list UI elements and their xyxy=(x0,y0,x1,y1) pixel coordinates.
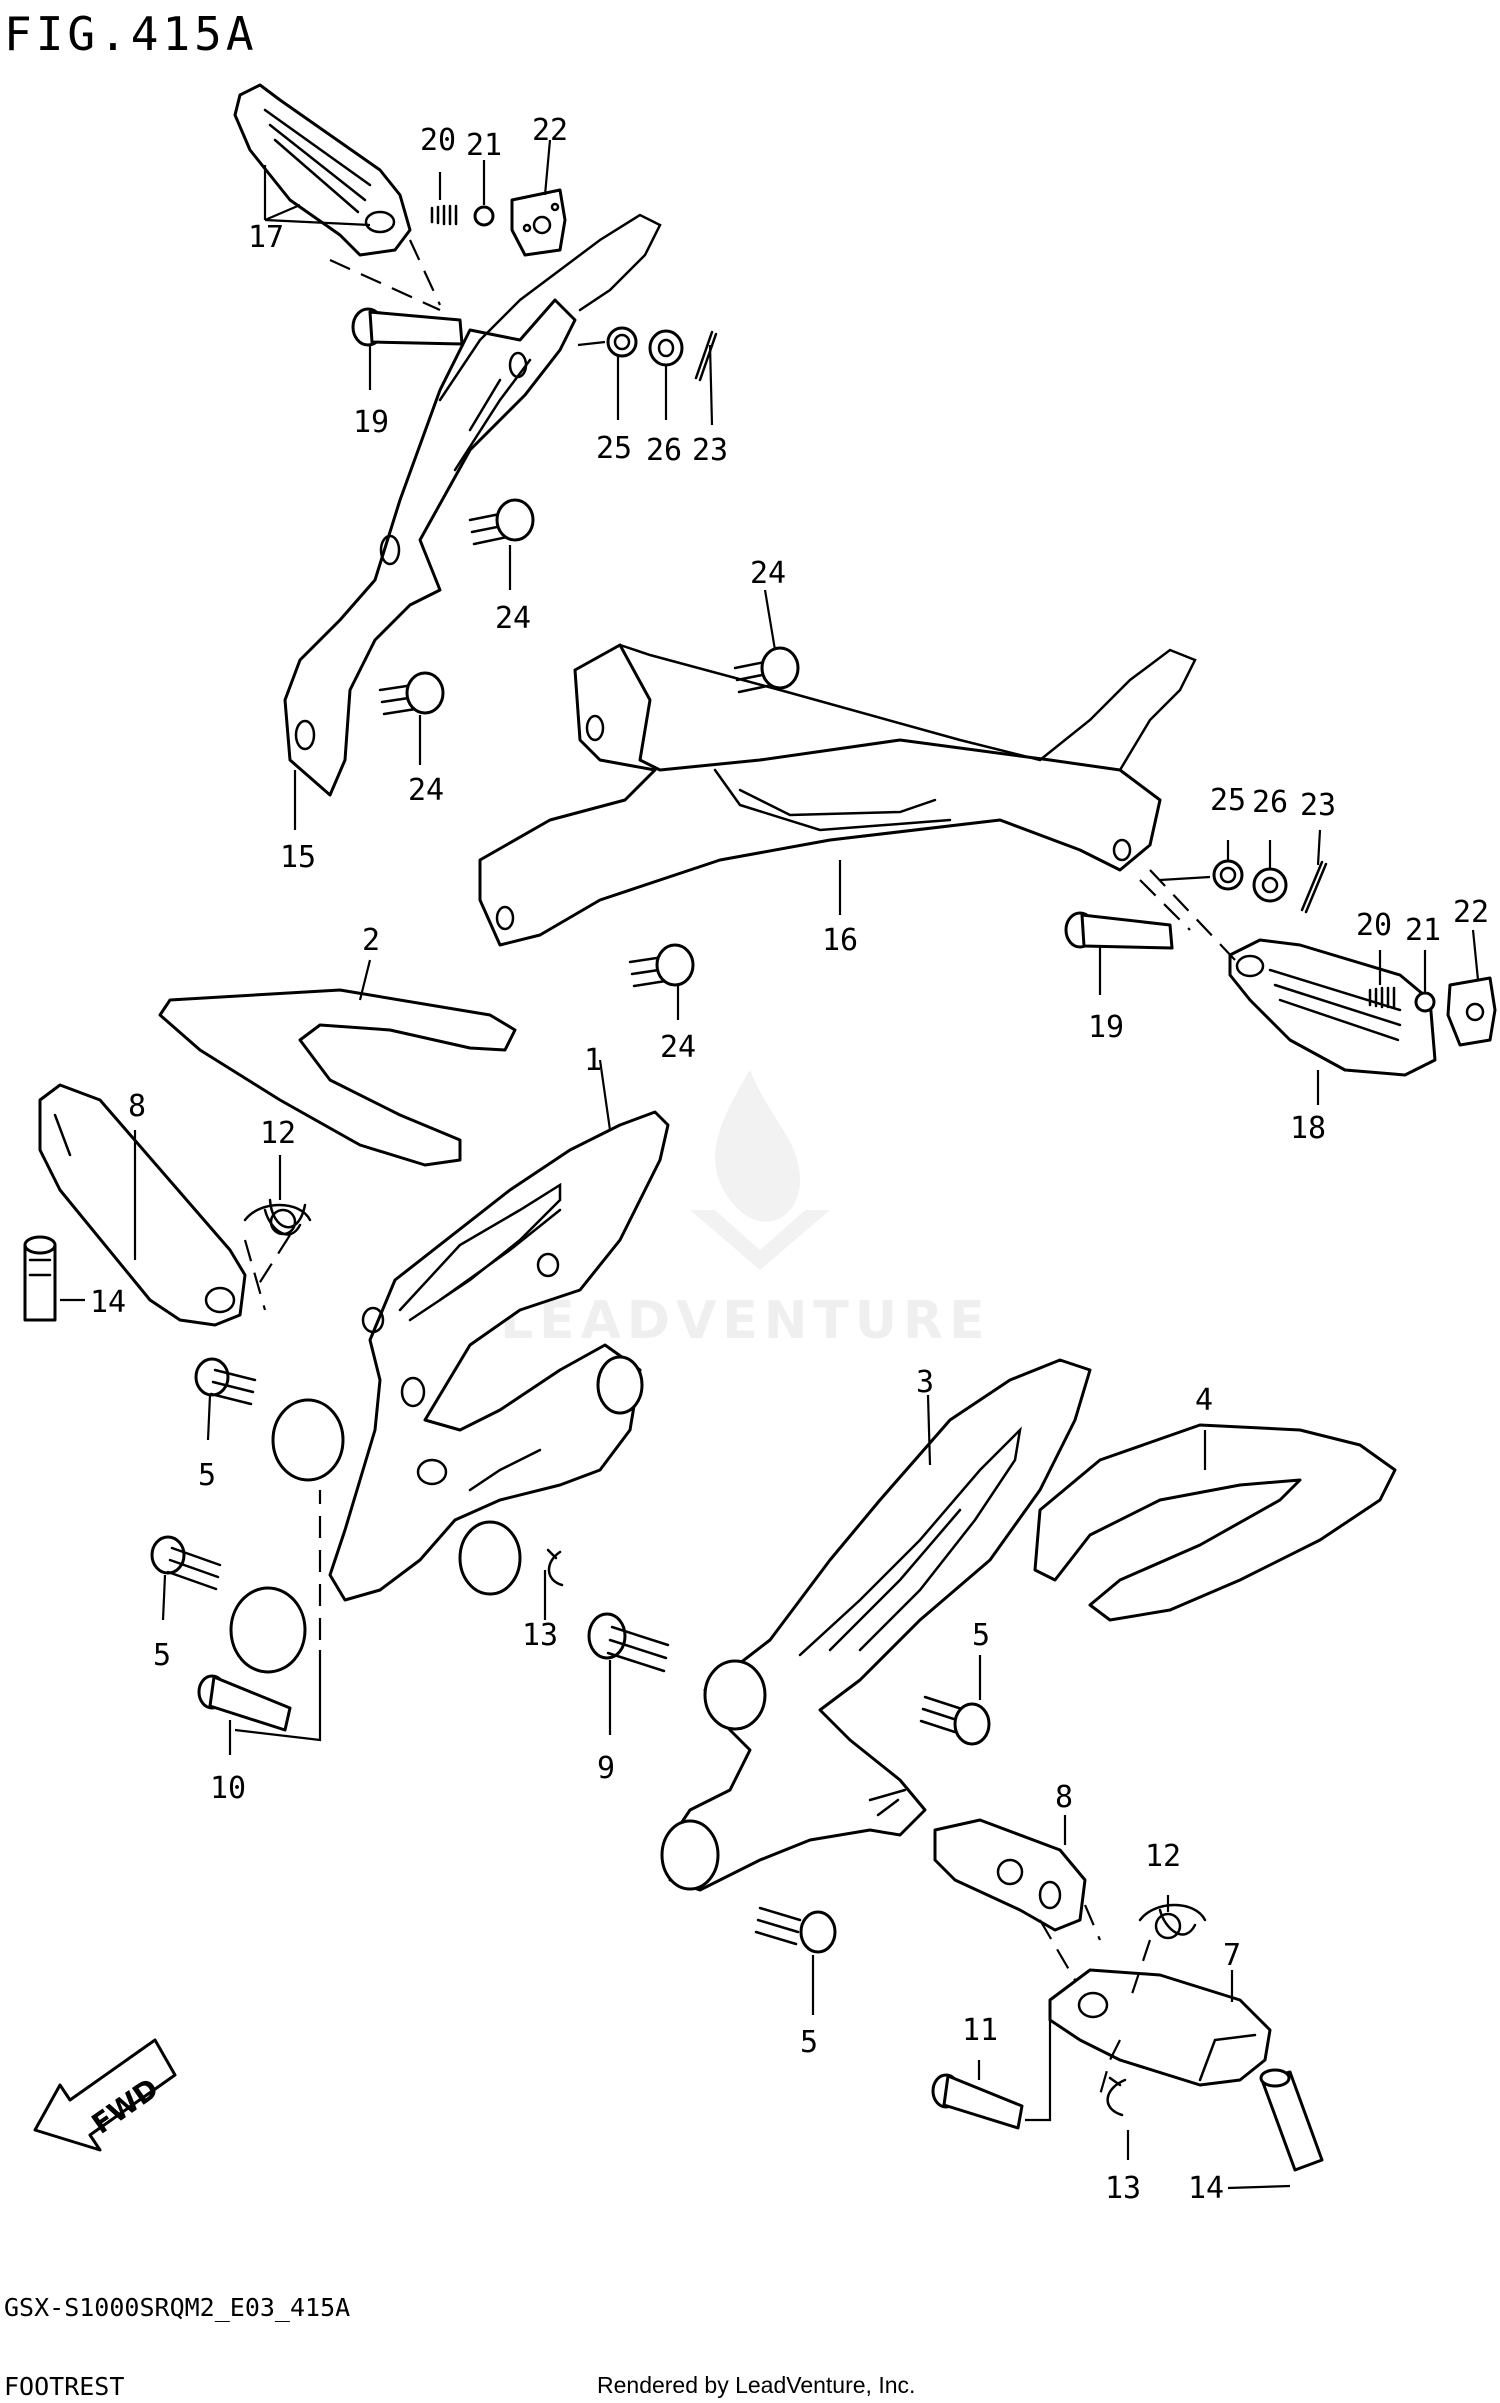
callout-7-label: 7 xyxy=(1223,1938,1241,1973)
callout-14a: 14 xyxy=(90,1285,126,1320)
callout-23b: 23 xyxy=(1300,788,1336,823)
callout-5c: 5 xyxy=(972,1618,990,1653)
part-16-right-bracket xyxy=(478,643,1197,947)
part-10-shaft-left xyxy=(197,1674,292,1732)
part-24-bolt-lower xyxy=(628,943,695,988)
leader-lines xyxy=(60,139,1480,2190)
callout-22a: 22 xyxy=(532,113,568,148)
callout-5b: 5 xyxy=(153,1638,171,1673)
part-2-heel-guard-left xyxy=(158,988,517,1167)
part-17-footpeg-left xyxy=(233,83,412,257)
part-26-washer-upper xyxy=(648,329,684,367)
watermark-text: LEADVENTURE xyxy=(500,1291,991,1351)
callout-15: 15 xyxy=(280,840,316,875)
part-22-plate-lower xyxy=(1446,976,1497,1047)
callout-2: 2 xyxy=(362,923,380,958)
callout-16: 16 xyxy=(822,923,858,958)
callout-18: 18 xyxy=(1290,1111,1326,1146)
part-24-bolt-upper3 xyxy=(733,646,800,694)
part-5-bolt-b xyxy=(150,1535,222,1591)
callout-13b: 13 xyxy=(1105,2171,1141,2206)
part-5-bolt-c xyxy=(919,1695,991,1746)
part-14-pin-left xyxy=(23,1235,57,1322)
part-26-washer-lower xyxy=(1252,867,1288,903)
part-3-footrest-bracket-right xyxy=(660,1358,1092,1892)
callout-6: 8 xyxy=(128,1089,146,1124)
part-13-circlip-right xyxy=(1106,2076,1127,2117)
part-19-pin-lower xyxy=(1064,911,1174,950)
callout-17: 17 xyxy=(248,220,284,255)
figure-title: FIG.415A xyxy=(4,7,258,61)
fwd-arrow-icon: FWD xyxy=(33,2038,177,2152)
callout-1: 1 xyxy=(584,1043,602,1078)
part-23-cotter-pin-lower xyxy=(1300,860,1328,914)
callout-labels: 17 20 21 22 19 25 26 23 24 24 24 15 16 2… xyxy=(90,113,1489,2206)
callout-26a: 26 xyxy=(646,433,682,468)
callout-13a: 13 xyxy=(522,1618,558,1653)
callout-12b: 12 xyxy=(1145,1839,1181,1874)
part-7-footpeg-right xyxy=(1048,1968,1272,2087)
part-20-spring-lower xyxy=(1368,986,1396,1009)
part-25-washer-lower xyxy=(1212,859,1244,891)
callout-25a: 25 xyxy=(596,431,632,466)
part-25-washer-upper xyxy=(606,326,638,358)
callout-20b: 20 xyxy=(1356,908,1392,943)
part-8-spring-holder-right xyxy=(933,1818,1087,1932)
part-5-bolt-a xyxy=(194,1357,257,1406)
callout-25b: 25 xyxy=(1210,783,1246,818)
render-credit: Rendered by LeadVenture, Inc. xyxy=(597,2372,915,2398)
part-14-pin-right xyxy=(1259,2068,1324,2172)
callout-24d: 24 xyxy=(660,1030,696,1065)
bush-left-pivot xyxy=(229,1398,522,1674)
part-9-bolt-right xyxy=(587,1612,670,1673)
part-20-spring-upper xyxy=(430,204,458,226)
part-5-bolt-d xyxy=(754,1906,837,1954)
part-21-ball-lower xyxy=(1414,991,1436,1013)
part-13-circlip-left xyxy=(546,1548,564,1587)
callout-10: 10 xyxy=(210,1771,246,1806)
part-18-footpeg-right xyxy=(1228,938,1437,1077)
callout-21a: 21 xyxy=(466,128,502,163)
callout-3: 3 xyxy=(916,1365,934,1400)
figure-name: FOOTREST xyxy=(4,2372,124,2401)
part-6-footpeg-left xyxy=(38,1083,247,1327)
callout-11-label: 11 xyxy=(962,2013,998,2048)
part-24-bolt-upper2 xyxy=(378,671,445,716)
callout-14b: 14 xyxy=(1188,2171,1224,2206)
part-24-bolt-upper1 xyxy=(468,498,535,546)
callout-24c: 24 xyxy=(408,773,444,808)
callout-19b: 19 xyxy=(1088,1010,1124,1045)
callout-22b: 22 xyxy=(1453,895,1489,930)
figure-code: GSX-S1000SRQM2_E03_415A xyxy=(4,2293,350,2322)
callout-26b: 26 xyxy=(1252,785,1288,820)
part-4-heel-guard-right xyxy=(1033,1423,1397,1622)
part-12-spring-left xyxy=(243,1198,312,1236)
callout-21b: 21 xyxy=(1405,913,1441,948)
callout-5d: 5 xyxy=(800,2025,818,2060)
callout-24a: 24 xyxy=(495,601,531,636)
callout-24b: 24 xyxy=(750,556,786,591)
callout-20a: 20 xyxy=(420,123,456,158)
part-21-ball-upper xyxy=(473,205,495,227)
part-23-cotter-pin-upper xyxy=(694,330,718,382)
part-15-left-bracket xyxy=(283,213,662,797)
callout-23a: 23 xyxy=(692,433,728,468)
leadventure-watermark: LEADVENTURE xyxy=(500,1070,991,1351)
callout-9: 9 xyxy=(597,1751,615,1786)
callout-12a: 12 xyxy=(260,1116,296,1151)
part-1-footrest-bracket-left xyxy=(328,1110,670,1602)
callout-19a: 19 xyxy=(353,405,389,440)
callout-5a: 5 xyxy=(198,1458,216,1493)
callout-8: 8 xyxy=(1055,1780,1073,1815)
part-22-plate-upper xyxy=(510,188,567,257)
part-11-shaft-right xyxy=(931,2073,1024,2130)
part-19-pin-upper xyxy=(351,307,464,347)
part-12-spring-right xyxy=(1138,1903,1207,1940)
callout-4: 4 xyxy=(1195,1383,1213,1418)
